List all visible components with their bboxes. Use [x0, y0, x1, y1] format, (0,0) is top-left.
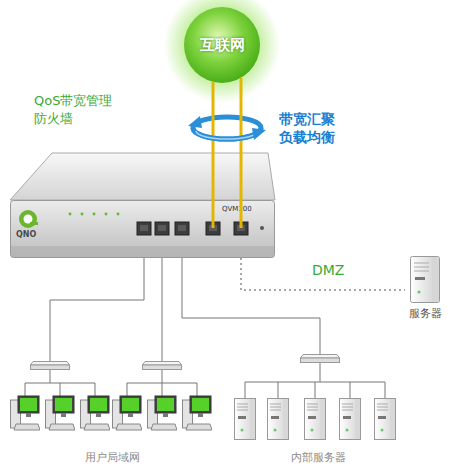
ring-arrow	[252, 128, 266, 140]
node-text: 互联网	[183, 6, 261, 84]
pc-symbol	[148, 396, 178, 430]
ethernet-port	[234, 222, 248, 235]
server-symbol	[235, 399, 256, 440]
pc-symbol	[11, 396, 41, 430]
port-socket	[158, 225, 166, 231]
lan-wires	[25, 257, 385, 398]
lan-wire	[162, 383, 163, 396]
switch-symbol	[301, 355, 340, 363]
lan-wire	[162, 257, 163, 361]
server-symbol	[375, 399, 396, 440]
server-symbol	[305, 399, 326, 440]
router-base	[11, 246, 274, 257]
router-device: QNO QVM100	[10, 200, 275, 258]
switch-symbol	[31, 362, 70, 370]
lan-wire	[60, 383, 61, 396]
port-lead	[212, 199, 215, 228]
status-led	[105, 213, 108, 216]
edge-group	[213, 78, 405, 290]
reset-hole	[260, 226, 264, 230]
router-top-face	[10, 153, 275, 200]
node-outline	[405, 256, 445, 303]
lan-wire	[315, 382, 316, 398]
lan-wire	[245, 382, 246, 398]
dmz-server: 服务器	[405, 256, 445, 322]
port-lead	[240, 199, 243, 228]
logo-mark	[19, 210, 37, 228]
ethernet-port	[175, 222, 189, 235]
ethernet-port	[155, 222, 169, 235]
status-led	[69, 213, 72, 216]
ring-arrow	[188, 116, 202, 128]
ethernet-port	[206, 222, 220, 235]
dmz-link	[241, 258, 405, 290]
port-socket	[237, 225, 245, 231]
wan-link	[240, 78, 243, 200]
annotation-label: 带宽汇聚 负载均衡	[279, 110, 351, 146]
server-tower	[411, 257, 440, 303]
port-socket	[209, 225, 217, 231]
server-slot	[414, 267, 429, 268]
server-symbol	[340, 399, 361, 440]
status-led	[117, 213, 120, 216]
node-text: QNO	[16, 230, 36, 239]
annotation-label: QoS带宽管理 防火墙	[34, 92, 134, 127]
pc-symbol	[113, 396, 143, 430]
lan-wire	[95, 383, 96, 396]
edge-label: DMZ	[312, 262, 344, 278]
router-front	[11, 201, 275, 258]
port-socket	[178, 225, 186, 231]
lan-wire	[50, 257, 144, 361]
status-led	[81, 213, 84, 216]
logo-mark	[30, 222, 38, 225]
lan-wire	[182, 257, 320, 354]
server-slot	[414, 263, 429, 264]
server-symbol	[268, 399, 289, 440]
aggregation-ring-front	[193, 128, 261, 139]
server-slot	[414, 271, 429, 272]
lan-wire	[162, 369, 163, 383]
server-led	[417, 290, 420, 293]
annotation-label: 内部服务器	[273, 450, 363, 465]
internet-glow	[164, 0, 280, 103]
lan-wire	[320, 362, 321, 382]
lan-wire	[50, 369, 51, 383]
lan-wire	[25, 383, 26, 396]
node-text: QVM100	[222, 205, 252, 213]
ring-highlight	[196, 131, 258, 139]
lan-wire	[278, 382, 279, 398]
status-led	[93, 213, 96, 216]
port-socket	[140, 225, 148, 231]
wan-link	[212, 82, 215, 200]
node-text: 服务器	[405, 306, 445, 321]
internet-circle	[184, 7, 260, 83]
pc-symbol	[183, 396, 213, 430]
server-side	[432, 257, 439, 302]
switch-symbol	[143, 362, 182, 370]
lan-wire	[350, 382, 351, 398]
pc-symbol	[81, 396, 111, 430]
lan-wire	[127, 383, 128, 396]
lan-wire	[385, 382, 386, 398]
ethernet-port	[137, 222, 151, 235]
pc-symbol	[46, 396, 76, 430]
annotation-label: 用户局域网	[67, 450, 157, 465]
internet-cloud: 互联网	[183, 6, 261, 84]
server-drive	[415, 277, 425, 280]
aggregation-ring	[193, 117, 261, 139]
lan-wire	[197, 383, 198, 396]
